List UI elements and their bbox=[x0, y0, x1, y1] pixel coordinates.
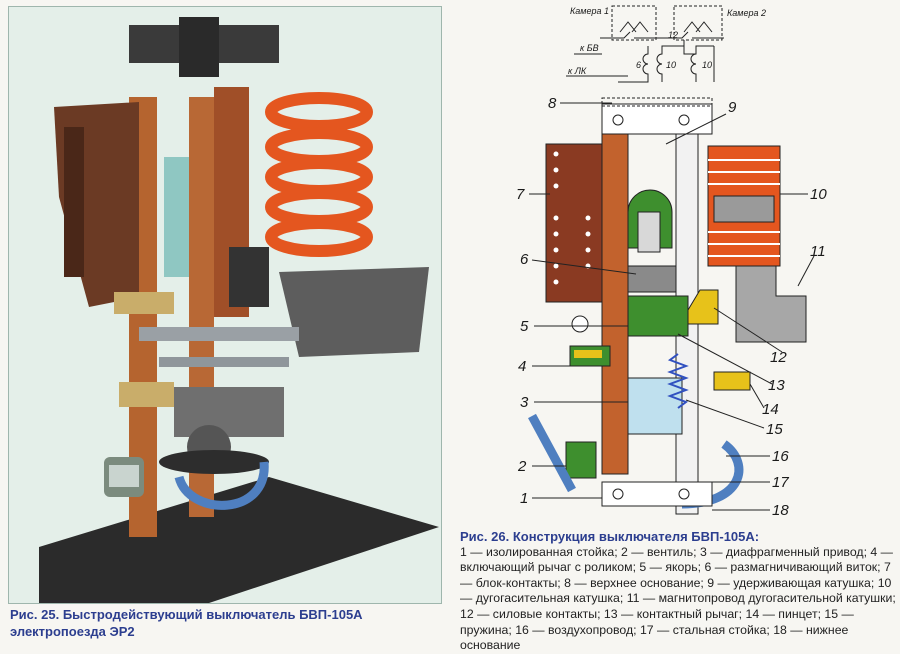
figure-25-label: Рис. 25. bbox=[10, 607, 60, 622]
callout-9: 9 bbox=[728, 99, 737, 116]
valve bbox=[565, 441, 597, 479]
to-lk-label: к ЛК bbox=[568, 66, 587, 76]
circuit-schematic bbox=[566, 5, 724, 83]
callout-1: 1 bbox=[520, 490, 528, 507]
diaphragm-drive bbox=[627, 377, 683, 435]
callout-18: 18 bbox=[772, 502, 789, 519]
callout-13: 13 bbox=[768, 377, 785, 394]
power-contacts bbox=[687, 289, 719, 325]
schematic-12: 12 bbox=[668, 30, 678, 40]
callout-10: 10 bbox=[810, 186, 827, 203]
armature bbox=[627, 265, 677, 293]
block-contacts bbox=[545, 143, 603, 303]
magnet-core bbox=[735, 265, 807, 343]
schematic-10b: 10 bbox=[702, 60, 712, 70]
spring bbox=[667, 353, 689, 409]
callout-15: 15 bbox=[766, 421, 783, 438]
figure-26-label: Рис. 26. bbox=[460, 529, 510, 544]
figure-25-text: Быстродействующий выключатель БВП-105А э… bbox=[10, 607, 363, 639]
callout-16: 16 bbox=[772, 448, 789, 465]
breaker-photo-illustration bbox=[9, 7, 441, 603]
callout-12: 12 bbox=[770, 349, 787, 366]
schematic-10a: 10 bbox=[666, 60, 676, 70]
callout-7: 7 bbox=[516, 186, 525, 203]
photo-bvp105a bbox=[8, 6, 442, 604]
camera2-label: Камера 2 bbox=[727, 8, 766, 18]
to-bv-label: к БВ bbox=[580, 43, 599, 53]
schematic-6: 6 bbox=[636, 60, 641, 70]
insulated-stand bbox=[601, 133, 629, 475]
callout-3: 3 bbox=[520, 394, 529, 411]
callout-4: 4 bbox=[518, 358, 526, 375]
callout-17: 17 bbox=[772, 474, 789, 491]
pincer bbox=[713, 371, 751, 391]
callout-5: 5 bbox=[520, 318, 529, 335]
callout-11: 11 bbox=[810, 243, 826, 260]
contact-lever bbox=[627, 295, 689, 337]
arc-coil bbox=[707, 145, 781, 267]
figure-26-caption: Рис. 26. Конструкция выключателя БВП-105… bbox=[460, 529, 896, 654]
callout-6: 6 bbox=[520, 251, 529, 268]
figure-26-diagram: Камера 1 Камера 2 к БВ к ЛК 6 10 10 12 bbox=[452, 4, 896, 524]
figure-26-legend: 1 — изолированная стойка; 2 — вентиль; 3… bbox=[460, 544, 896, 653]
camera1-label: Камера 1 bbox=[570, 6, 609, 16]
construction-diagram: Камера 1 Камера 2 к БВ к ЛК 6 10 10 12 bbox=[516, 5, 827, 519]
figure-25-caption: Рис. 25. Быстродействующий выключатель Б… bbox=[10, 606, 440, 640]
figure-26-heading: Рис. 26. Конструкция выключателя БВП-105… bbox=[460, 529, 896, 545]
callout-2: 2 bbox=[517, 458, 527, 475]
callout-8: 8 bbox=[548, 95, 557, 112]
figure-26-title: Конструкция выключателя БВП-105А: bbox=[512, 529, 760, 544]
callout-14: 14 bbox=[762, 401, 779, 418]
